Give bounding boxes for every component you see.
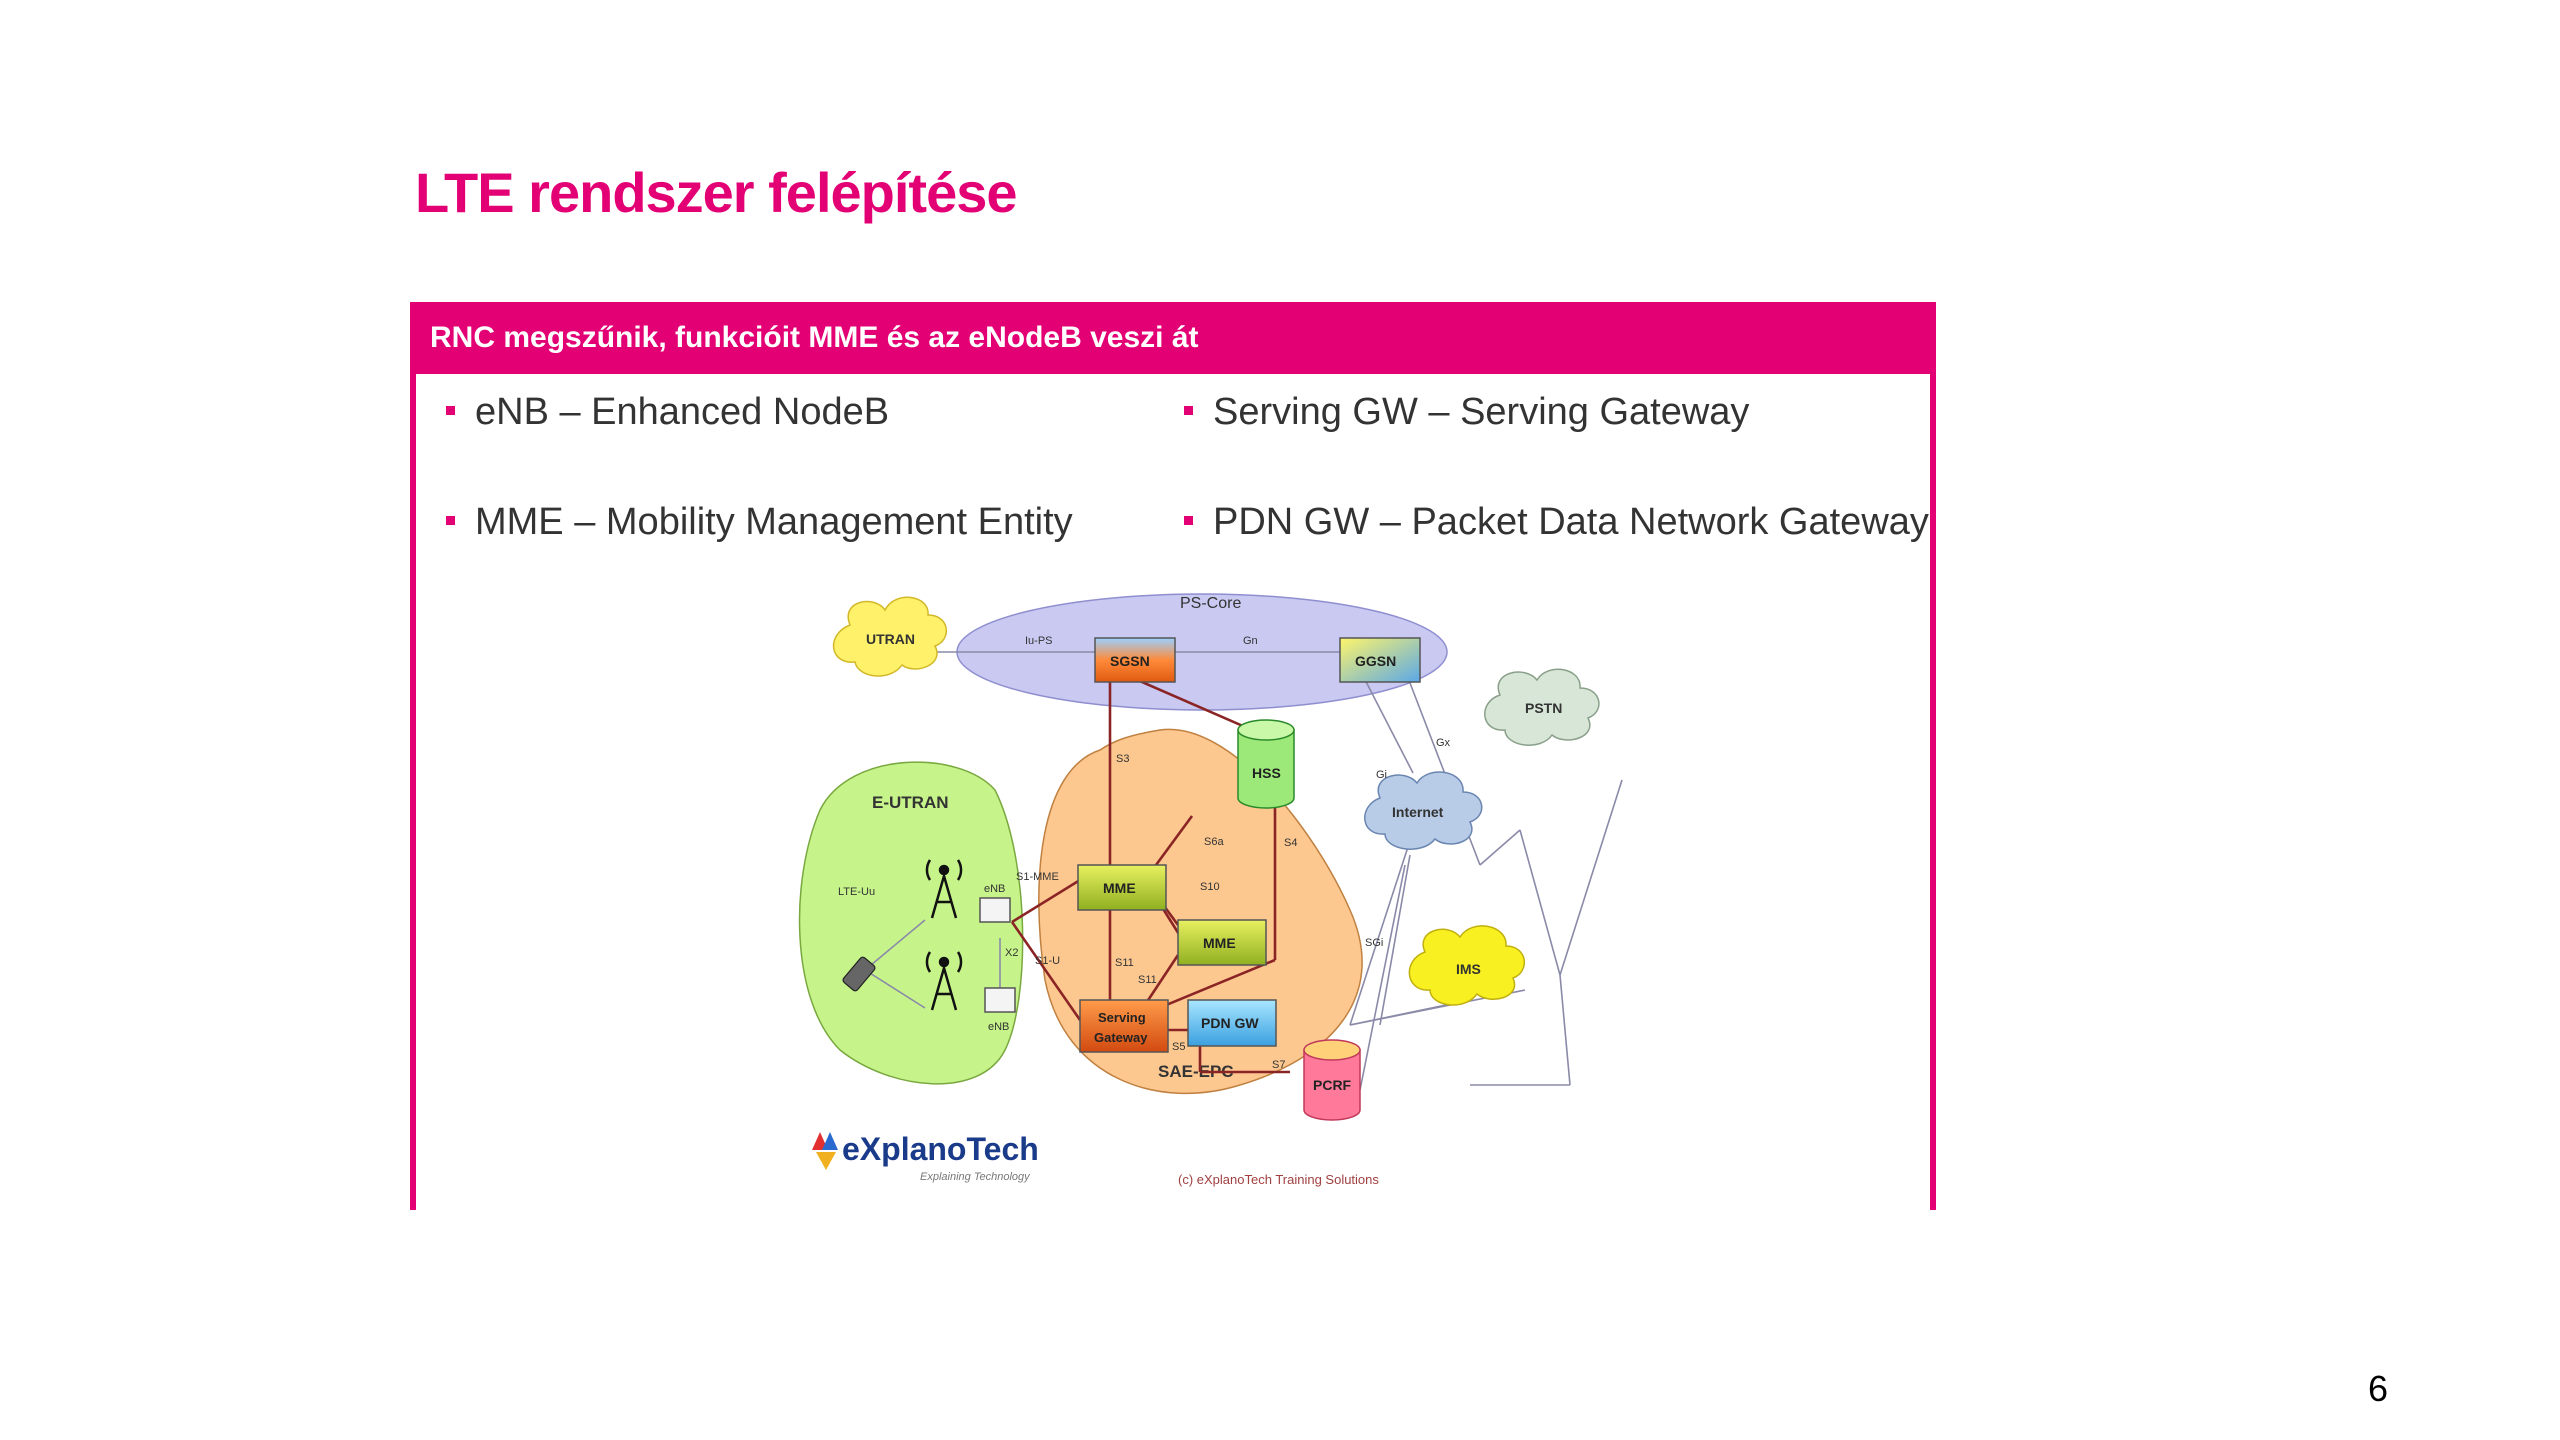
ps-core-label: PS-Core [1180,595,1241,612]
iface-gx: Gx [1436,737,1451,749]
box-header: RNC megszűnik, funkcióit MME és az eNode… [416,302,1930,374]
iface-s11-a: S11 [1115,957,1134,969]
mobile-phone-icon [842,956,876,992]
hss-label: HSS [1252,765,1281,781]
iface-iu-ps: Iu-PS [1025,635,1053,647]
iface-gn: Gn [1243,635,1258,647]
enb-label: eNB [988,1021,1009,1033]
bullet-marker [446,516,455,526]
ggsn-label: GGSN [1355,653,1396,669]
lte-architecture-diagram: PS-Core E-UTRAN SAE-EPC [798,593,1623,1187]
sgsn-node: SGSN [1094,637,1176,683]
internet-label: Internet [1392,804,1444,820]
pdn-gw-node: PDN GW [1187,999,1277,1047]
iface-sgi: SGi [1365,937,1383,949]
mme-node-2: MME [1177,919,1267,966]
explanotech-logo-mark [812,1132,838,1170]
enb-box-1: eNB [979,883,1011,923]
utran-cloud: UTRAN [833,596,948,677]
e-utran-label: E-UTRAN [872,793,949,812]
pstn-label: PSTN [1525,700,1562,716]
enb-box-2: eNB [984,987,1016,1033]
iface-s11-b: S11 [1138,974,1157,986]
explanotech-logo: eXplanoTech Explaining Technology [812,1131,1039,1183]
serving-gateway-label-line1: Serving [1098,1010,1146,1025]
serving-gateway-node: Serving Gateway [1079,999,1169,1053]
logo-text: eXplanoTech [842,1131,1039,1167]
iface-s10: S10 [1200,881,1220,893]
ims-label: IMS [1456,961,1481,977]
bullet-enb: eNB – Enhanced NodeB [446,389,889,435]
e-utran-region [798,761,1024,1085]
iface-s1-mme: S1-MME [1016,871,1059,883]
utran-label: UTRAN [866,631,915,647]
iface-s6a: S6a [1204,836,1224,848]
enb-tower-1 [925,859,963,919]
mme-label: MME [1203,935,1236,951]
iface-s1-u: S1-U [1035,955,1060,967]
bullet-text: eNB – Enhanced NodeB [475,391,890,433]
hss-node: HSS [1237,719,1295,809]
internet-cloud: Internet [1364,771,1483,850]
slide-title: LTE rendszer felépítése [415,161,1018,224]
copyright-text: (c) eXplanoTech Training Solutions [1178,1172,1379,1187]
pstn-cloud: PSTN [1484,668,1600,746]
mme-label: MME [1103,880,1136,896]
sae-epc-label: SAE-EPC [1158,1062,1234,1081]
pcrf-label: PCRF [1313,1077,1352,1093]
enb-tower-2 [925,951,963,1011]
content-box: RNC megszűnik, funkcióit MME és az eNode… [410,302,1936,1210]
serving-gateway-label-line2: Gateway [1094,1030,1148,1045]
bullet-mme: MME – Mobility Management Entity [446,499,1073,545]
bullet-text: MME – Mobility Management Entity [475,501,1073,543]
bullet-marker [446,406,455,416]
bullet-text: Serving GW – Serving Gateway [1213,391,1750,433]
iface-gi: Gi [1376,769,1387,781]
page-number: 6 [2368,1368,2389,1409]
bullet-marker [1184,516,1193,526]
sgsn-label: SGSN [1110,653,1150,669]
ims-cloud: IMS [1408,925,1526,1006]
iface-s7: S7 [1272,1059,1285,1071]
iface-x2: X2 [1005,947,1018,959]
logo-tagline: Explaining Technology [920,1171,1031,1183]
iface-lte-uu: LTE-Uu [838,886,875,898]
bullet-marker [1184,406,1193,416]
iface-s4: S4 [1284,837,1297,849]
pcrf-node: PCRF [1303,1039,1361,1121]
bullet-text: PDN GW – Packet Data Network Gateway [1213,501,1929,543]
mme-node-1: MME [1077,864,1167,911]
bullet-pdn-gw: PDN GW – Packet Data Network Gateway [1184,499,1929,545]
enb-label: eNB [984,883,1005,895]
bullet-serving-gw: Serving GW – Serving Gateway [1184,389,1749,435]
iface-s5: S5 [1172,1041,1185,1053]
pdn-gw-label: PDN GW [1201,1015,1259,1031]
ggsn-node: GGSN [1339,637,1421,683]
iface-s3: S3 [1116,753,1129,765]
